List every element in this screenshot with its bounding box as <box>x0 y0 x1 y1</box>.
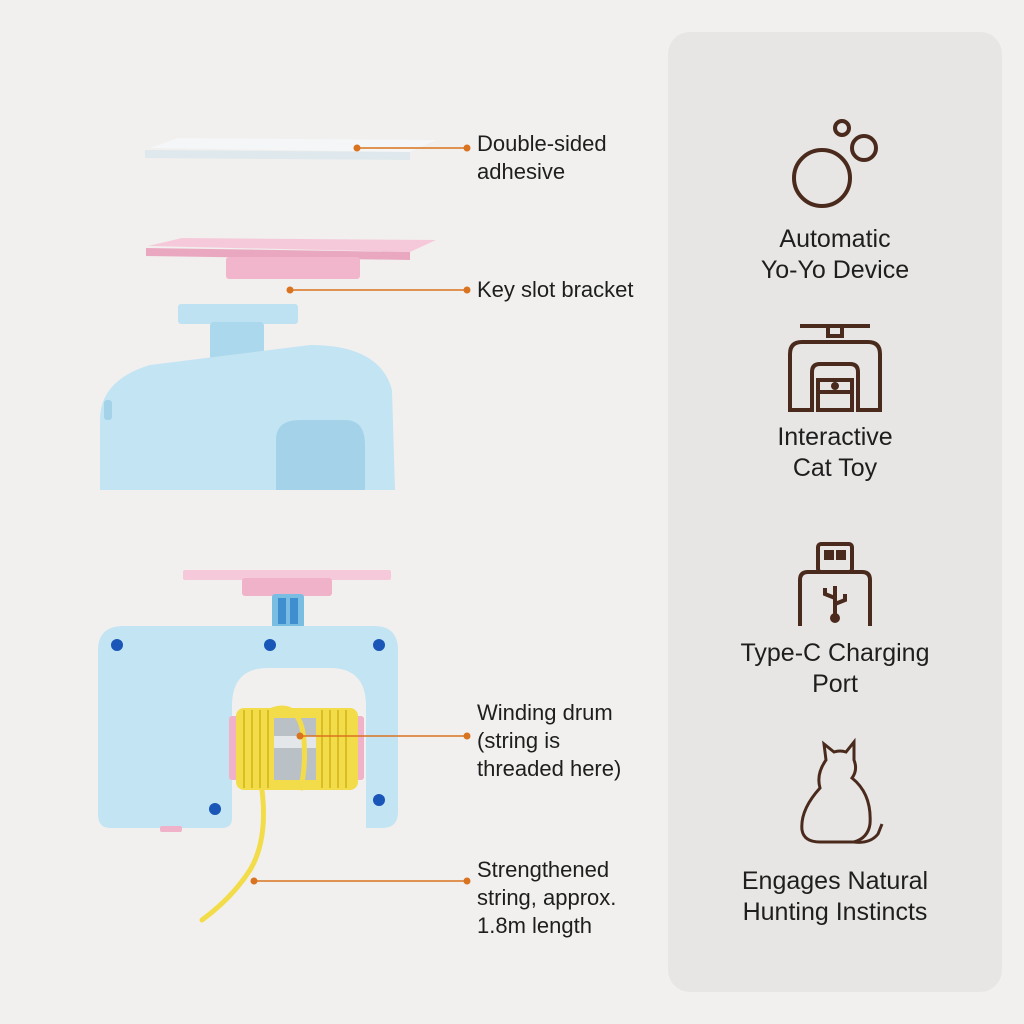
adhesive-sheet <box>145 138 436 160</box>
key-slot-bracket-top <box>146 238 436 279</box>
callout-key-slot-bracket: Key slot bracket <box>477 277 634 302</box>
feature-label: Automatic Yo-Yo Device <box>760 225 910 284</box>
leader-dot <box>353 144 361 152</box>
feature-hunting-instincts: Engages Natural Hunting Instincts <box>668 738 1002 928</box>
callout-winding-drum: Winding drum (string is threaded here) <box>477 700 622 781</box>
feature-interactive-toy: Interactive Cat Toy <box>668 320 1002 484</box>
leader-lines <box>254 147 467 882</box>
device-body-lower <box>98 626 398 832</box>
device-body-upper <box>100 304 395 490</box>
leader-dot <box>463 732 471 740</box>
key-slot-bracket-bottom <box>183 570 391 628</box>
leader-dot <box>463 144 471 152</box>
callout-adhesive: Double-sided adhesive <box>477 131 607 184</box>
winding-drum <box>229 705 364 791</box>
feature-label: Type-C Charging Port <box>740 639 930 698</box>
feature-type-c-port: Type-C Charging Port <box>668 540 1002 700</box>
feature-panel: Automatic Yo-Yo Device Interactive Cat T… <box>668 32 1002 992</box>
feature-automatic-yoyo: Automatic Yo-Yo Device <box>668 116 1002 286</box>
feature-label: Engages Natural Hunting Instincts <box>741 867 929 926</box>
bubbles-icon <box>792 119 878 208</box>
exploded-diagram <box>98 138 471 923</box>
leader-dot <box>250 877 258 885</box>
cat-toy-device-icon <box>788 324 882 412</box>
string <box>199 787 266 923</box>
usb-plug-icon <box>798 542 872 626</box>
leader-dot <box>463 286 471 294</box>
leader-dot <box>463 877 471 885</box>
feature-label: Interactive Cat Toy <box>777 423 893 482</box>
leader-dot <box>296 732 304 740</box>
cat-silhouette-icon <box>800 738 884 844</box>
leader-dot <box>286 286 294 294</box>
callout-string: Strengthened string, approx. 1.8m length <box>477 857 617 938</box>
